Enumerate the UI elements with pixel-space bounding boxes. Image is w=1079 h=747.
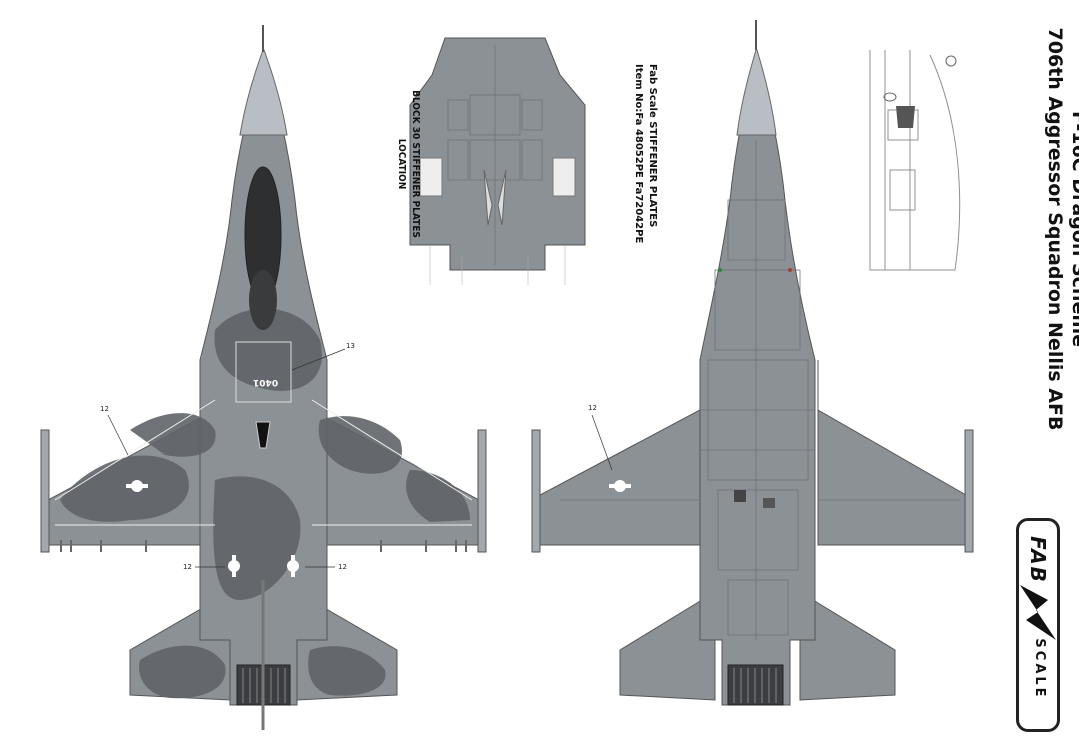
block30-line1: BLOCK 30 STIFFENER PLATES xyxy=(410,90,421,238)
scheme-subtitle: 706th Aggressor Squadron Nellis AFB xyxy=(1044,27,1066,431)
stiffener-item-note: Fab Scale STIFFENER PLATES Item No:Fa 48… xyxy=(621,64,659,284)
item-note-line2: Item No:Fa 48052PE Fa72042PE xyxy=(633,64,644,244)
item-note-line1: Fab Scale STIFFENER PLATES xyxy=(647,64,658,228)
block30-label: BLOCK 30 STIFFENER PLATES LOCATION xyxy=(384,64,422,264)
insignia-stab-right xyxy=(287,555,299,577)
logo-sub: SCALE xyxy=(1032,638,1047,700)
top-view-aircraft xyxy=(40,25,487,730)
insignia-wing-bottom xyxy=(609,480,631,492)
scheme-title: F-16C Dragon Scheme xyxy=(1068,110,1079,348)
logo-brand: FAB xyxy=(1026,536,1050,584)
callout-bottom-wing: 12 xyxy=(588,404,597,412)
insignia-wing-top xyxy=(126,480,148,492)
insignia-stab-left xyxy=(228,555,240,577)
tail-serial: 0401 xyxy=(253,377,279,387)
callout-top-stab-left: 12 xyxy=(183,563,192,571)
scheme-title-block: F-16C Dragon Scheme 706th Aggressor Squa… xyxy=(1033,9,1079,449)
bottom-view-aircraft xyxy=(531,20,974,706)
callout-top-stiffener: 13 xyxy=(346,342,355,350)
side-profile-detail xyxy=(851,45,969,285)
stiffener-plates-detail xyxy=(409,37,586,285)
callout-top-stab-right: 12 xyxy=(338,563,347,571)
callout-top-wing: 12 xyxy=(100,405,109,413)
block30-line2: LOCATION xyxy=(396,138,407,190)
